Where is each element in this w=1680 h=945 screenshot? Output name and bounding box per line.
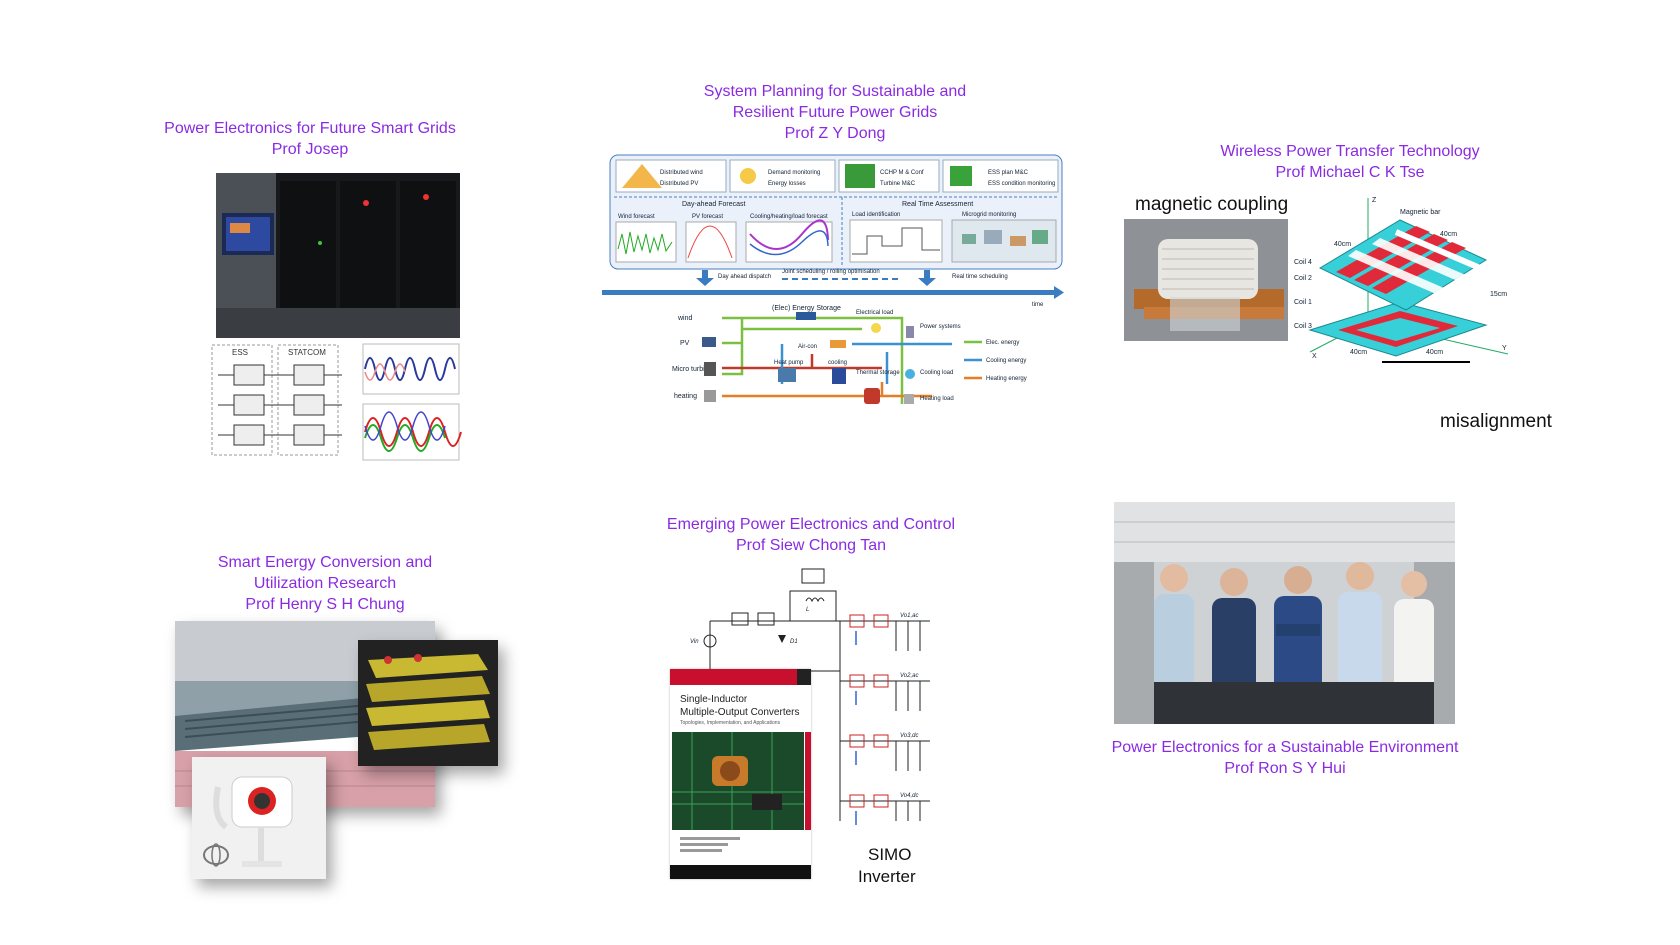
legend-label: Cooling energy <box>986 358 1026 364</box>
misalignment-label: misalignment <box>1440 411 1552 432</box>
section-title-emerging-power: Emerging Power Electronics and Control P… <box>656 514 966 556</box>
top-item: Energy losses <box>768 181 806 187</box>
coil-label: Coil 3 <box>1294 323 1312 330</box>
top-item: Turbine M&C <box>880 181 916 187</box>
output-label: Vo1,ac <box>900 613 918 619</box>
book-cover: Single-Inductor Multiple-Output Converte… <box>670 669 811 879</box>
title-line: Prof Siew Chong Tan <box>735 537 886 554</box>
book-subtitle: Topologies, Implementation, and Applicat… <box>680 720 781 726</box>
section-title-system-planning: System Planning for Sustainable and Resi… <box>680 81 990 144</box>
source-label: heating <box>674 393 697 400</box>
legend-label: Elec. energy <box>986 340 1019 346</box>
robot-device-photo <box>192 757 326 879</box>
timeline-label: time <box>1032 302 1044 308</box>
dayahead-title: Day-ahead Forecast <box>682 201 745 208</box>
forecast-label: Cooling/heating/load forecast <box>750 214 828 220</box>
title-line: Utilization Research <box>253 575 397 592</box>
forecast-label: Wind forecast <box>618 214 655 220</box>
title-line: Prof Henry S H Chung <box>245 596 405 613</box>
simo-circuit-diagram: Vin L D1 Vo1,ac Vo2,ac Vo3,dc Vo4,dc <box>690 561 940 833</box>
title-line: Prof Ron S Y Hui <box>1224 760 1346 777</box>
inductor-label: L <box>806 607 809 613</box>
statcom-label: STATCOM <box>288 348 326 357</box>
title-line: Prof Michael C K Tse <box>1275 164 1425 181</box>
dim-label: 40cm <box>1426 349 1443 356</box>
source-label: Vin <box>690 639 699 645</box>
output-label: Vo2,ac <box>900 673 918 679</box>
mid-label: Heat pump <box>774 360 804 366</box>
section-title-energy-conversion: Smart Energy Conversion and Utilization … <box>200 552 450 615</box>
mid-label: cooling <box>828 360 847 366</box>
dim-label: 40cm <box>1350 349 1367 356</box>
dim-label: 40cm <box>1440 231 1457 238</box>
timeline-label: Day ahead dispatch <box>718 274 771 280</box>
mid-label: Air-con <box>798 344 817 350</box>
misalignment-coil-diagram: Z X Y Magnetic bar Coil 4 Coil 2 Coil 1 … <box>1290 190 1515 365</box>
legend-label: Heating energy <box>986 376 1027 382</box>
title-line: Smart Energy Conversion and <box>217 554 433 571</box>
output-label: Vo3,dc <box>900 733 918 739</box>
book-title-line: Multiple-Output Converters <box>680 707 800 718</box>
coil-label: Coil 2 <box>1294 275 1312 282</box>
section-title-smart-grids: Power Electronics for Future Smart Grids… <box>160 118 460 160</box>
realtime-label: Load identification <box>852 212 900 218</box>
title-line: Prof Z Y Dong <box>784 125 886 142</box>
top-item: CCHP M & Conf <box>880 170 924 176</box>
magnetic-bar-label: Magnetic bar <box>1400 209 1441 216</box>
mid-label: Cooling load <box>920 370 953 376</box>
section-title-sustainable-environment: Power Electronics for a Sustainable Envi… <box>1085 737 1485 779</box>
top-item: Demand monitoring <box>768 170 820 176</box>
top-item: ESS condition monitoring <box>988 181 1055 187</box>
team-photo <box>1114 502 1455 724</box>
mid-label: Heating load <box>920 396 954 402</box>
top-item: ESS plan M&C <box>988 170 1029 176</box>
book-cover-image <box>672 732 804 830</box>
timeline-label: Joint scheduling / rolling optimisation <box>782 269 880 275</box>
title-line: Power Electronics for Future Smart Grids <box>164 120 456 137</box>
lab-cabinet-photo <box>216 173 460 338</box>
magnetic-coupling-label: magnetic coupling <box>1135 194 1289 215</box>
realtime-title: Real Time Assessment <box>902 201 973 208</box>
source-label: wind <box>677 315 693 322</box>
title-line: Emerging Power Electronics and Control <box>666 516 956 533</box>
coil-label: Coil 1 <box>1294 299 1312 306</box>
dim-label: 15cm <box>1490 291 1507 298</box>
realtime-label: Microgrid monitoring <box>962 212 1016 218</box>
title-line: Power Electronics for a Sustainable Envi… <box>1111 739 1459 756</box>
title-line: Wireless Power Transfer Technology <box>1220 143 1480 160</box>
title-line: System Planning for Sustainable and <box>703 83 967 100</box>
top-item: Distributed PV <box>660 181 698 187</box>
coil-label: Coil 4 <box>1294 259 1312 266</box>
dim-label: 40cm <box>1334 241 1351 248</box>
axis-label: X <box>1312 353 1317 360</box>
axis-label: Y <box>1502 345 1507 352</box>
storage-title: (Elec) Energy Storage <box>772 305 841 312</box>
simo-label: SIMO <box>868 845 912 864</box>
title-line: Resilient Future Power Grids <box>732 104 938 121</box>
inverter-label: Inverter <box>858 867 916 886</box>
book-title: Single-Inductor Multiple-Output Converte… <box>670 685 811 728</box>
title-line: Prof Josep <box>271 141 349 158</box>
mid-label: Electrical load <box>856 310 893 316</box>
diode-label: D1 <box>790 639 798 645</box>
section-title-wireless-power: Wireless Power Transfer Technology Prof … <box>1205 141 1495 183</box>
coupling-device-photo <box>1124 219 1288 341</box>
ess-statcom-schematic: ESS STATCOM <box>210 343 347 458</box>
timeline-label: Real time scheduling <box>952 274 1008 280</box>
mid-label: Power systems <box>920 324 961 330</box>
axis-label: Z <box>1372 197 1377 204</box>
ess-label: ESS <box>232 348 248 357</box>
mid-label: Thermal storage <box>856 370 900 376</box>
book-title-line: Single-Inductor <box>680 694 748 705</box>
output-label: Vo4,dc <box>900 793 918 799</box>
top-item: Distributed wind <box>660 170 703 176</box>
forecast-label: PV forecast <box>692 214 723 220</box>
waveform-plots <box>357 342 463 464</box>
source-label: PV <box>680 340 690 347</box>
battery-pack-photo <box>358 640 498 766</box>
system-planning-diagram: Distributed wind Distributed PV Demand m… <box>602 154 1064 414</box>
source-label: Micro turbine <box>672 366 713 373</box>
